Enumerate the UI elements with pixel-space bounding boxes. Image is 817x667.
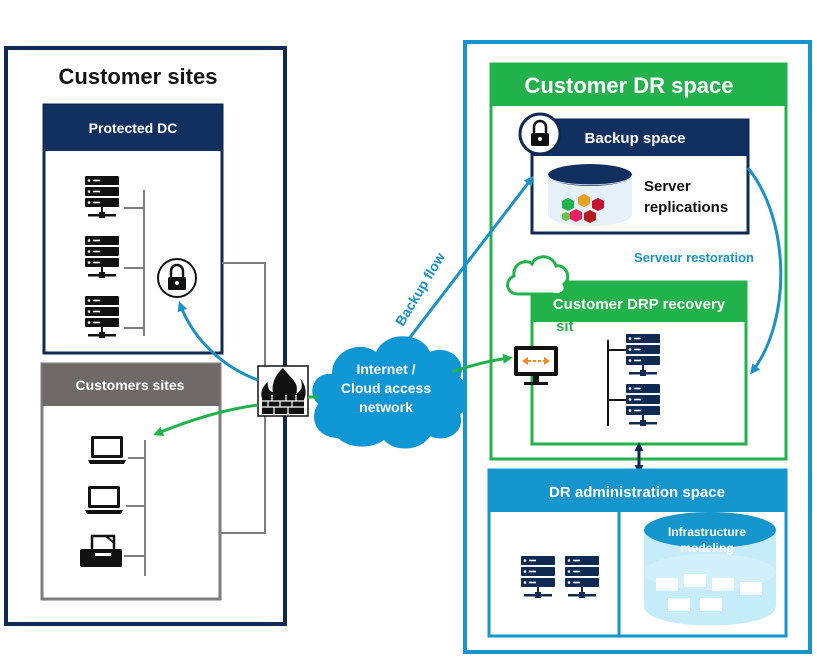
server-replications-line1: Server <box>644 178 691 195</box>
cloud-icon <box>506 255 570 296</box>
customer-dr-space-header <box>491 64 786 106</box>
database-icon <box>547 164 633 226</box>
drp-recovery-bus <box>607 340 626 426</box>
printer-icon <box>80 534 122 567</box>
cloud-label-line1: Internet / <box>356 361 415 377</box>
lock-icon <box>518 112 562 156</box>
backup-space-title: Backup space <box>585 130 686 147</box>
lock-icon <box>157 258 197 298</box>
drp-recovery-header <box>532 282 746 322</box>
infra-modeling-line1: Infrastructure <box>668 525 746 539</box>
cloud-icon <box>312 336 472 449</box>
cloud-label-line2: Cloud access <box>341 380 431 396</box>
customer-dr-space-title: Customer DR space <box>524 73 733 98</box>
protected-dc-title: Protected DC <box>89 120 178 136</box>
cloud-label-line3: network <box>359 399 413 415</box>
serveur-restoration-label: Serveur restoration <box>634 250 754 265</box>
backup-space-header <box>532 120 748 156</box>
customers-sites-bus <box>124 440 146 576</box>
protected-dc-header <box>44 105 222 151</box>
restoration-arrow <box>746 167 783 375</box>
customers-sites-title: Customers sites <box>76 377 185 393</box>
protected-dc-bus <box>124 190 145 336</box>
monitor-icon <box>514 346 558 385</box>
server-replications-line2: replications <box>644 199 728 216</box>
firewall-to-sites-arrow <box>153 403 259 436</box>
dr-admin-header <box>489 470 786 512</box>
cloud-to-recovery-arrow <box>451 353 513 374</box>
firewall-to-dc-arrow <box>177 301 259 382</box>
drp-recovery-title-overflow: sit <box>556 318 574 335</box>
customers-sites-header <box>42 364 220 406</box>
customer-sites-title: Customer sites <box>59 64 218 89</box>
firewall-icon <box>257 365 309 417</box>
drp-recovery-title: Customer DRP recovery <box>553 296 726 313</box>
database-icon <box>644 512 776 626</box>
infra-modeling-line2: modeling <box>680 541 733 555</box>
backup-flow-label: Backup flow <box>392 250 448 329</box>
dr-admin-title: DR administration space <box>549 484 725 501</box>
backup-flow-arrow <box>406 175 534 341</box>
